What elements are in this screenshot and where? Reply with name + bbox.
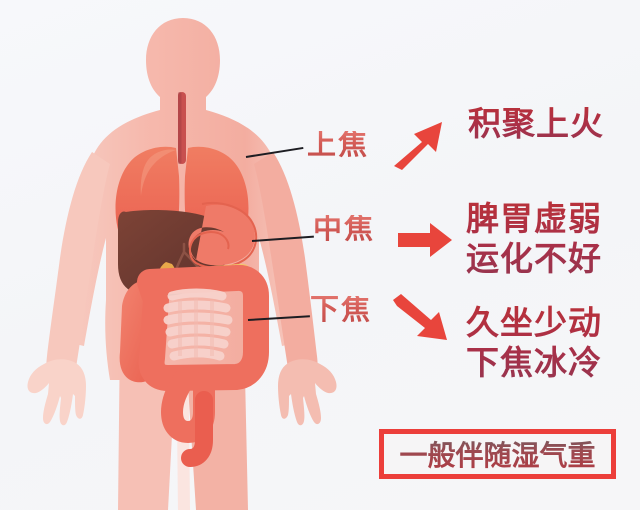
outcome-line: 脾胃虚弱 xyxy=(466,202,602,238)
organ-large-intestine xyxy=(119,264,269,467)
organ-trachea xyxy=(178,92,186,164)
arrow-right-icon xyxy=(396,221,454,259)
outcome-text-middle-jiao: 脾胃虚弱 运化不好 xyxy=(466,200,602,280)
body-arms xyxy=(27,152,337,426)
outcome-line: 下焦冰冷 xyxy=(466,346,602,382)
note-box: 一般伴随湿气重 xyxy=(379,429,616,479)
arrow-down-right-icon xyxy=(391,294,451,344)
organ-small-intestine xyxy=(163,288,233,361)
outcome-line: 久坐少动 xyxy=(466,306,602,342)
human-torso-anatomy-illustration xyxy=(27,18,337,510)
label-middle-jiao: 中焦 xyxy=(313,213,376,245)
arrow-up-right-icon xyxy=(392,118,448,170)
outcome-line: 运化不好 xyxy=(466,242,602,278)
label-upper-jiao: 上焦 xyxy=(307,129,370,161)
note-text: 一般伴随湿气重 xyxy=(399,434,595,474)
organ-stomach xyxy=(188,202,258,269)
outcome-text-upper-jiao: 积聚上火 xyxy=(468,105,604,145)
outcome-line: 积聚上火 xyxy=(468,107,604,143)
outcome-text-lower-jiao: 久坐少动 下焦冰冷 xyxy=(466,304,602,384)
label-lower-jiao: 下焦 xyxy=(310,294,373,326)
